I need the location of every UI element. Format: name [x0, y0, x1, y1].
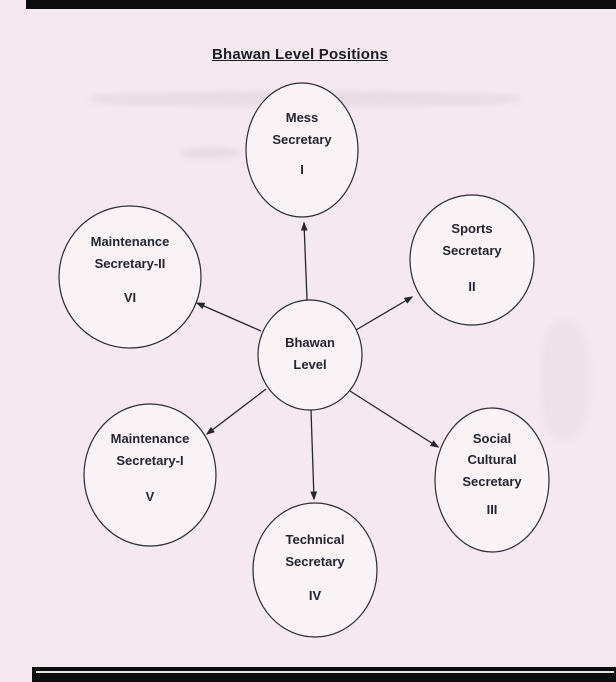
- node-social-cultural-secretary-shape: [434, 407, 550, 553]
- arrow-to-sports-secretary: [355, 296, 414, 331]
- node-technical-secretary: Technical Secretary IV: [252, 502, 378, 638]
- arrow-to-technical-secretary: [310, 409, 318, 501]
- node-label: Secretary: [285, 554, 345, 569]
- arrow-to-maintenance-secretary-2: [195, 302, 262, 332]
- node-maintenance-secretary-1-shape: [83, 403, 217, 547]
- node-maintenance-secretary-1: Maintenance Secretary-I V: [83, 403, 217, 547]
- node-numeral: V: [146, 489, 155, 504]
- node-label: Social: [473, 431, 511, 446]
- node-label: Maintenance: [111, 431, 190, 446]
- node-numeral: IV: [309, 588, 322, 603]
- arrow-to-mess-secretary: [300, 221, 308, 301]
- scan-artifact-bottom: [32, 667, 616, 682]
- node-label: Cultural: [467, 452, 516, 467]
- node-label: Secretary: [272, 132, 332, 147]
- arrow-to-maintenance-secretary-1: [205, 388, 267, 435]
- node-numeral: VI: [124, 290, 136, 305]
- node-label: Sports: [451, 221, 492, 236]
- node-label: Technical: [285, 532, 344, 547]
- node-label: Secretary-II: [95, 256, 166, 271]
- node-sports-secretary: Sports Secretary II: [409, 194, 535, 326]
- node-numeral: I: [300, 162, 304, 177]
- node-label: Secretary: [442, 243, 502, 258]
- node-label: Secretary: [462, 474, 522, 489]
- node-social-cultural-secretary: Social Cultural Secretary III: [434, 407, 550, 553]
- scan-smudge: [180, 148, 240, 158]
- node-bhawan-level: Bhawan Level: [257, 299, 363, 411]
- node-mess-secretary-shape: [245, 82, 359, 218]
- page-title: Bhawan Level Positions: [211, 46, 389, 63]
- node-label: Level: [293, 357, 326, 372]
- scan-artifact-top: [26, 0, 616, 9]
- node-numeral: III: [487, 502, 498, 517]
- node-label: Secretary-I: [116, 453, 183, 468]
- node-label: Mess: [286, 110, 319, 125]
- node-label: Maintenance: [91, 234, 170, 249]
- node-bhawan-level-shape: [257, 299, 363, 411]
- scan-smudge: [540, 320, 590, 440]
- node-numeral: II: [468, 279, 475, 294]
- node-sports-secretary-shape: [409, 194, 535, 326]
- arrow-to-social-cultural-secretary: [349, 390, 440, 448]
- node-maintenance-secretary-2: Maintenance Secretary-II VI: [58, 205, 202, 349]
- node-technical-secretary-shape: [252, 502, 378, 638]
- node-mess-secretary: Mess Secretary I: [245, 82, 359, 218]
- node-label: Bhawan: [285, 335, 335, 350]
- node-maintenance-secretary-2-shape: [58, 205, 202, 349]
